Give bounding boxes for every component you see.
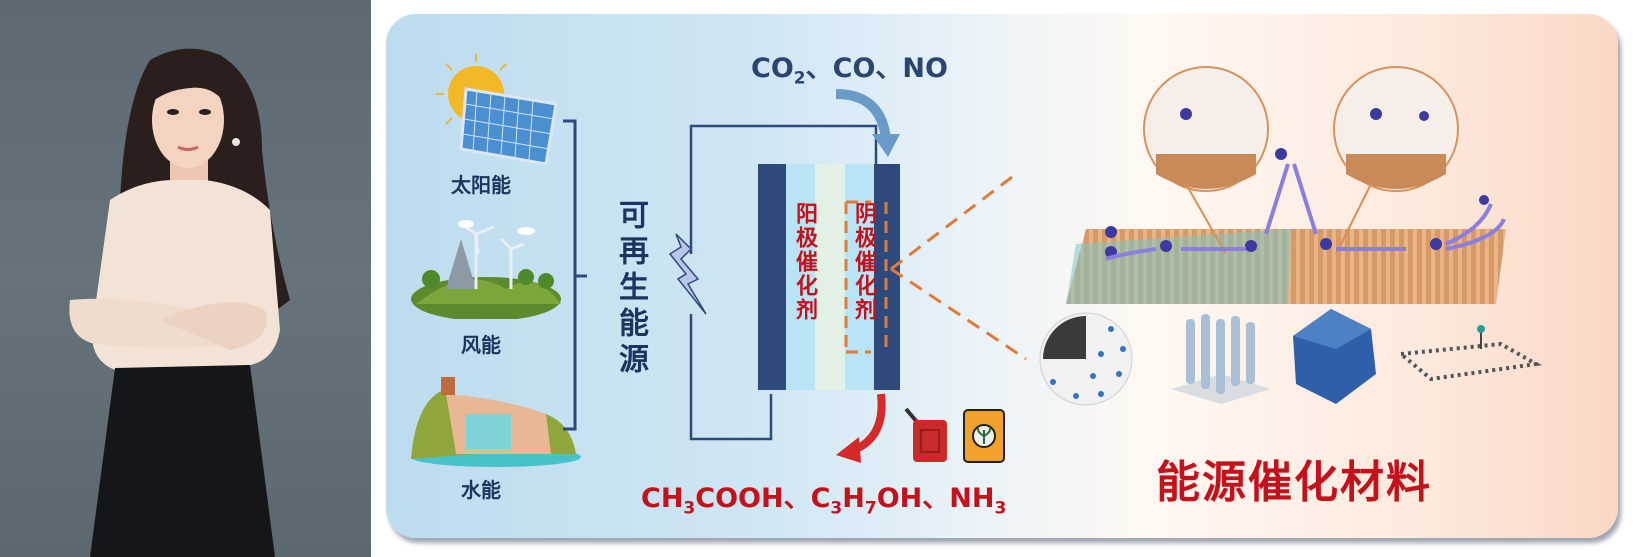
- renewable-energy-label: 可再生能源: [613, 199, 648, 379]
- catalyst-surface-illustration: [1066, 66, 1506, 304]
- anode-catalyst-layer: 阳极催化剂: [786, 164, 817, 390]
- zoom-line-top: [890, 174, 1017, 271]
- reactant-co: CO: [751, 53, 794, 84]
- spillway: [466, 414, 511, 449]
- single-atom-graphene-sheet: [1396, 325, 1543, 382]
- materials-title: 能源催化材料: [1156, 457, 1432, 508]
- mouth: [177, 145, 199, 151]
- hand: [160, 302, 267, 350]
- bracket: [563, 119, 587, 431]
- product-text: COOH、C: [695, 483, 831, 514]
- catalysis-diagram-panel: 太阳能 风能 水能 可再生能源 CO2、CO、NO: [386, 14, 1618, 538]
- nanocrystal: [1293, 309, 1376, 404]
- reaction-arrows: [1105, 163, 1506, 261]
- wind-turbine-icon: [411, 220, 561, 319]
- electrolyzer-cell: 阳极催化剂 阴极催化剂: [758, 164, 900, 390]
- reactant-rest: 、CO、NO: [805, 53, 948, 84]
- eye-right: [199, 109, 211, 115]
- nanorod-array: [1171, 314, 1271, 404]
- hydro-dam-icon: [411, 377, 581, 467]
- skirt: [90, 365, 275, 557]
- solar-label: 太阳能: [451, 173, 511, 197]
- product-text: CH: [641, 483, 684, 514]
- product-arrow-icon: [836, 393, 886, 463]
- wind-label: 风能: [461, 333, 501, 357]
- fertilizer-bag-icon: [963, 409, 1005, 463]
- core-shell-sphere: [1039, 312, 1133, 406]
- fuel-can-icon: [904, 407, 947, 462]
- product-subscript: 3: [830, 498, 843, 519]
- turbines: [460, 222, 525, 289]
- material-structures: [1039, 309, 1543, 406]
- products-label: CH3COOH、C3H7OH、NH3: [641, 476, 1006, 518]
- product-text: H: [842, 483, 865, 514]
- cathode-highlight: [844, 174, 1027, 361]
- product-subscript: 3: [994, 498, 1007, 519]
- lightning-icon: [668, 233, 707, 315]
- mountain: [446, 239, 476, 289]
- portrait-photo: [0, 0, 371, 557]
- reactant-arrow-icon: [835, 89, 900, 157]
- product-subscript: 3: [683, 498, 696, 519]
- person-illustration: [69, 48, 290, 557]
- zoom-line-bottom: [890, 267, 1027, 361]
- anode-catalyst-label: 阳极催化剂: [792, 202, 817, 322]
- product-text: OH、NH: [876, 483, 995, 514]
- eye-left: [167, 109, 179, 115]
- product-subscript: 7: [864, 498, 877, 519]
- solar-panel-icon: [436, 54, 558, 166]
- bangs: [148, 65, 228, 108]
- membrane-layer: [815, 164, 845, 390]
- circuit-wire: [668, 124, 878, 441]
- tower: [441, 377, 455, 395]
- face: [152, 72, 224, 168]
- cathode-catalyst-label: 阴极催化剂: [851, 202, 876, 322]
- anode-electrode: [758, 164, 786, 390]
- cathode-electrode: [874, 164, 900, 390]
- earring: [232, 138, 240, 146]
- reactant-subscript: 2: [793, 68, 806, 89]
- hydro-label: 水能: [461, 478, 501, 502]
- reactants-label: CO2、CO、NO: [751, 46, 948, 88]
